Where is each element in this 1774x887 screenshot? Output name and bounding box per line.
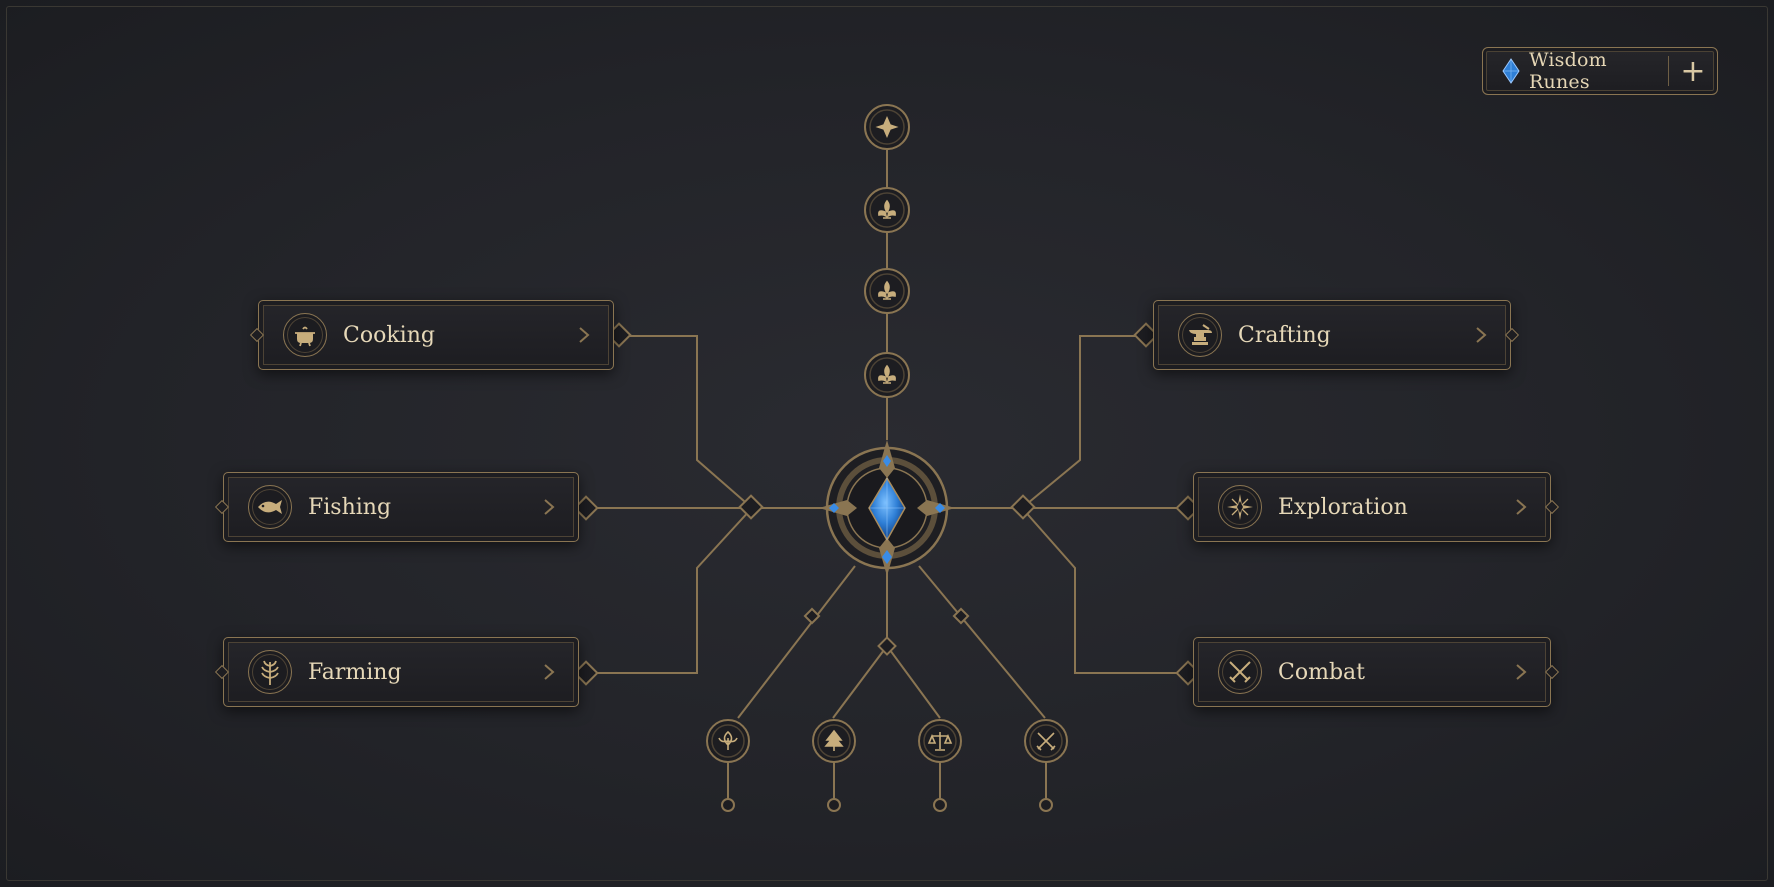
skill-label: Crafting [1238, 322, 1331, 348]
fleur-icon [878, 364, 896, 384]
chevron-right-icon [1514, 662, 1528, 682]
branch-node-2[interactable] [812, 719, 856, 763]
leaf-icon [718, 730, 738, 750]
fleur-icon [878, 280, 896, 300]
chevron-right-icon [542, 497, 556, 517]
crossed-swords-icon [1036, 732, 1056, 751]
skill-crafting[interactable]: Crafting [1153, 300, 1520, 370]
skill-label: Fishing [308, 494, 392, 520]
skill-combat[interactable]: Combat [1193, 637, 1560, 707]
chevron-right-icon [577, 325, 591, 345]
center-core[interactable] [819, 440, 955, 576]
fleur-icon [878, 199, 896, 219]
skill-fishing[interactable]: Fishing [214, 472, 579, 542]
divider [1668, 56, 1669, 86]
chevron-right-icon [1514, 497, 1528, 517]
chevron-right-icon [542, 662, 556, 682]
spine-node-3[interactable] [864, 268, 910, 314]
skill-farming[interactable]: Farming [214, 637, 579, 707]
tree-icon [824, 729, 844, 751]
wisdom-runes-panel: Wisdom Runes + [1482, 47, 1718, 95]
skill-cooking[interactable]: Cooking [249, 300, 614, 370]
emblem-icon [875, 115, 899, 139]
spine-node-1[interactable] [864, 104, 910, 150]
compass-star-icon [1218, 485, 1262, 529]
wheat-icon [248, 650, 292, 694]
add-runes-button[interactable]: + [1680, 53, 1706, 89]
spine-node-4[interactable] [864, 352, 910, 398]
skill-label: Exploration [1278, 494, 1408, 520]
cooking-pot-icon [283, 313, 327, 357]
skill-exploration[interactable]: Exploration [1193, 472, 1560, 542]
skill-label: Cooking [343, 322, 435, 348]
spine-node-2[interactable] [864, 187, 910, 233]
branch-node-4[interactable] [1024, 719, 1068, 763]
branch-node-1[interactable] [706, 719, 750, 763]
branch-node-3[interactable] [918, 719, 962, 763]
anvil-icon [1178, 313, 1222, 357]
skill-label: Farming [308, 659, 402, 685]
chevron-right-icon [1474, 325, 1488, 345]
scales-icon [927, 732, 953, 751]
skill-label: Combat [1278, 659, 1365, 685]
wisdom-runes-label: Wisdom Runes [1529, 49, 1607, 93]
crossed-swords-icon [1218, 650, 1262, 694]
blue-gem-icon [1501, 58, 1521, 84]
fish-icon [248, 485, 292, 529]
